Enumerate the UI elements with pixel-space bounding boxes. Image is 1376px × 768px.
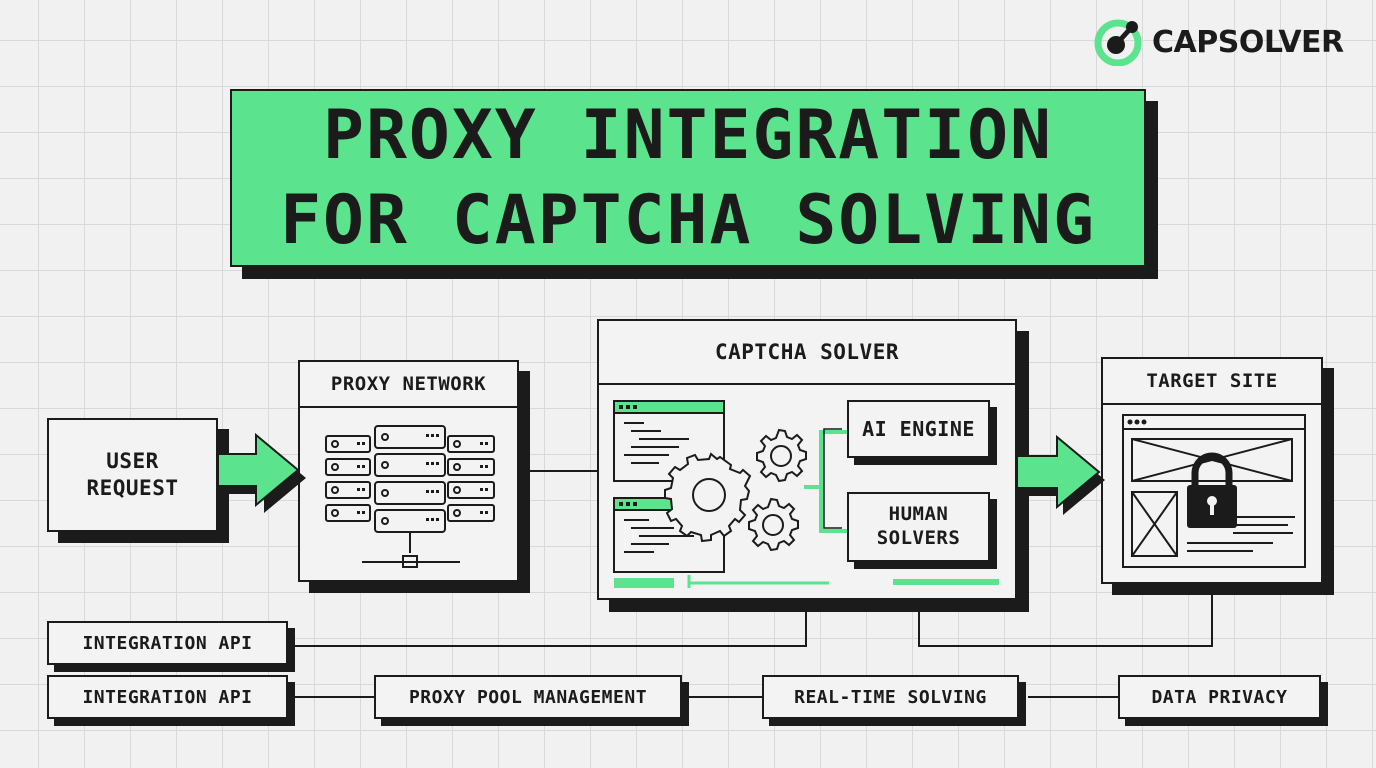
feature-label: INTEGRATION API — [82, 686, 253, 708]
proxy-network-title: PROXY NETWORK — [300, 362, 517, 408]
feature-label: DATA PRIVACY — [1151, 686, 1288, 708]
feature-real-time-solving: REAL-TIME SOLVING — [762, 675, 1019, 719]
gears-icon — [664, 428, 807, 552]
captcha-solver-title: CAPTCHA SOLVER — [599, 321, 1015, 385]
solver-internals — [613, 400, 999, 588]
feature-label: INTEGRATION API — [82, 632, 253, 654]
feature-integration-api-1: INTEGRATION API — [47, 621, 288, 665]
human-solvers-box: HUMAN SOLVERS — [847, 492, 990, 562]
capsolver-logo-icon — [1094, 19, 1142, 66]
feature-label: PROXY POOL MANAGEMENT — [408, 686, 648, 708]
feature-data-privacy: DATA PRIVACY — [1118, 675, 1321, 719]
human-solvers-label: HUMAN SOLVERS — [876, 503, 961, 549]
target-site-box: TARGET SITE — [1101, 357, 1323, 584]
title-banner: PROXY INTEGRATION FOR CAPTCHA SOLVING — [230, 89, 1146, 267]
user-request-box: USER REQUEST — [47, 418, 218, 532]
logo-text: CAPSOLVER — [1152, 24, 1344, 60]
ai-engine-label: AI ENGINE — [862, 417, 975, 441]
lock-icon — [1187, 452, 1237, 528]
target-site-title: TARGET SITE — [1103, 359, 1321, 405]
feature-label: REAL-TIME SOLVING — [794, 686, 987, 708]
ai-engine-box: AI ENGINE — [847, 400, 990, 458]
feature-proxy-pool-management: PROXY POOL MANAGEMENT — [374, 675, 682, 719]
feature-integration-api-2: INTEGRATION API — [47, 675, 288, 719]
page-title: PROXY INTEGRATION FOR CAPTCHA SOLVING — [280, 96, 1096, 260]
user-request-label: USER REQUEST — [86, 448, 179, 500]
capsolver-logo: CAPSOLVER — [1094, 18, 1344, 66]
proxy-network-box: PROXY NETWORK — [298, 360, 519, 582]
browser-window-icon — [1122, 414, 1306, 568]
server-rack-icon — [325, 425, 495, 568]
